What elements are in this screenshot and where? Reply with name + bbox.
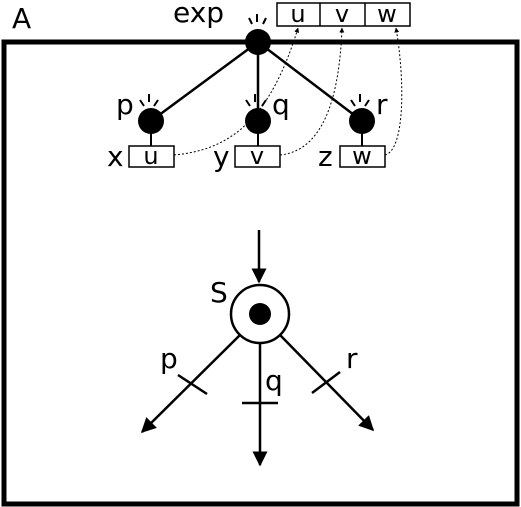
state-token <box>249 303 271 325</box>
top-field-v: v <box>335 0 349 28</box>
state-node: S <box>210 230 291 345</box>
ref-link-v <box>279 27 345 156</box>
top-field-w: w <box>377 0 397 28</box>
child-r-label: r <box>376 88 388 121</box>
child-q-field-box <box>234 145 281 168</box>
arc-p-label: p <box>160 342 178 375</box>
child-p-label: p <box>116 88 134 121</box>
child-p-field-box <box>128 145 175 168</box>
top-field-u: u <box>290 0 305 28</box>
reference-links <box>173 27 403 156</box>
child-q-label: q <box>272 88 290 121</box>
state-label: S <box>210 276 228 309</box>
child-node-q: q y v <box>213 88 290 173</box>
top-node: exp u v w <box>173 0 411 55</box>
top-node-label: exp <box>173 0 224 29</box>
child-p-var: x <box>107 140 124 173</box>
top-node-spark-icon <box>248 14 267 25</box>
child-r-var: z <box>318 140 333 173</box>
arc-q-label: q <box>265 364 283 397</box>
arc-r-tick <box>311 371 341 394</box>
child-q-field: v <box>250 142 264 170</box>
ref-link-w <box>384 27 403 156</box>
child-p-field: u <box>143 142 158 170</box>
state-arcs <box>140 334 375 467</box>
frame-label: A <box>12 2 31 35</box>
tree-edges <box>150 40 363 123</box>
child-q-var: y <box>213 140 230 173</box>
arc-r-label: r <box>346 342 358 375</box>
child-q-spark-icon <box>245 94 267 107</box>
arc-p-tick <box>177 373 208 396</box>
ref-link-u <box>173 27 300 156</box>
child-p-spark-icon <box>139 94 159 107</box>
child-r-field: w <box>352 142 372 170</box>
child-node-r: r z w <box>318 88 388 173</box>
top-fields-box <box>276 2 411 27</box>
child-r-spark-icon <box>350 94 370 107</box>
child-r-field-box <box>339 145 386 168</box>
child-node-p: p x u <box>107 88 175 173</box>
